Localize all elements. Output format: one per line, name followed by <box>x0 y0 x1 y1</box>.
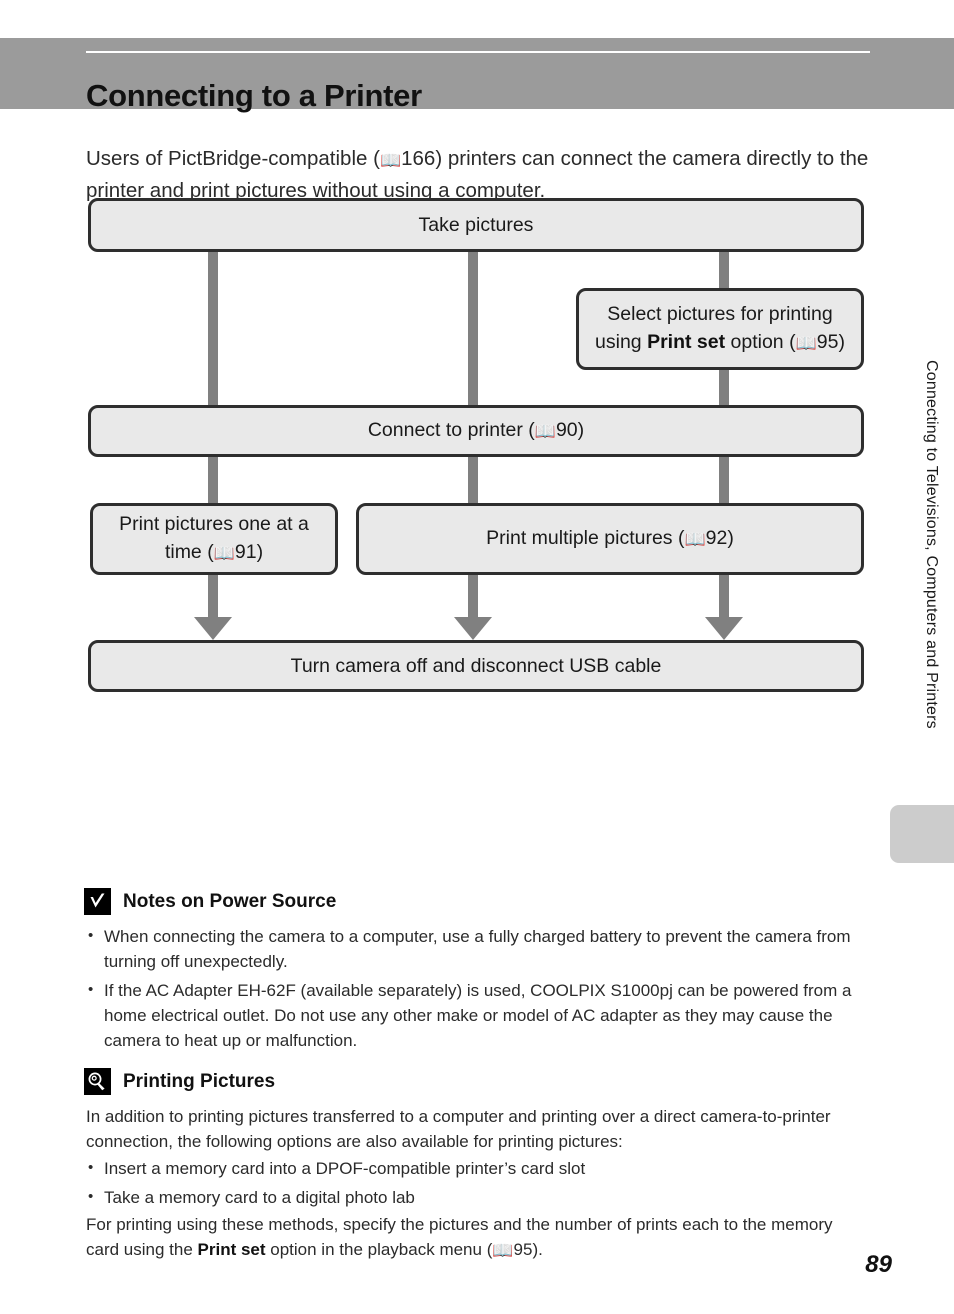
flow-box-print-multiple: Print multiple pictures (📖92) <box>356 503 864 575</box>
flow-box-print-one-at-a-time: Print pictures one at a time (📖91) <box>90 503 338 575</box>
connector-mid-mid <box>468 455 478 505</box>
multiple-label-pre: Print multiple pictures ( <box>486 527 685 549</box>
arrow-right-bottom <box>719 573 729 618</box>
connector-mid-top <box>468 250 478 407</box>
book-icon: 📖 <box>492 1241 514 1261</box>
book-icon: 📖 <box>534 422 556 442</box>
flow-box-one-text: Print pictures one at a time (📖91) <box>107 510 321 568</box>
select-print-set-bold: Print set <box>647 331 726 353</box>
notes-power-source-bullets: When connecting the camera to a computer… <box>86 923 870 1053</box>
running-head-vertical: Connecting to Televisions, Computers and… <box>923 360 940 729</box>
intro-paragraph: Users of PictBridge-compatible (📖166) pr… <box>86 144 870 206</box>
multiple-ref-page: 92 <box>705 527 728 549</box>
multiple-label-post: ) <box>727 527 734 549</box>
printing-pictures-heading: Printing Pictures <box>84 1068 275 1095</box>
select-ref-page: 95 <box>816 331 839 353</box>
outro-pre: For printing using these methods, specif… <box>86 1215 833 1259</box>
flow-box-take-pictures-label: Take pictures <box>418 214 534 236</box>
select-line2-end: ) <box>838 331 845 353</box>
notes-power-source-body: When connecting the camera to a computer… <box>86 923 870 1057</box>
connect-label-post: ) <box>577 419 585 441</box>
header-rule <box>86 51 870 53</box>
list-item: When connecting the camera to a computer… <box>86 923 870 974</box>
list-item: Take a memory card to a digital photo la… <box>86 1184 870 1210</box>
book-icon: 📖 <box>795 334 817 354</box>
flow-box-turn-camera-off: Turn camera off and disconnect USB cable <box>88 640 864 692</box>
outro-mid: option in the playback menu ( <box>265 1240 493 1259</box>
printing-pictures-bullets: Insert a memory card into a DPOF-compati… <box>86 1155 870 1210</box>
book-icon: 📖 <box>379 150 402 171</box>
intro-text-before: Users of PictBridge-compatible ( <box>86 146 380 170</box>
page-number: 89 <box>865 1251 892 1278</box>
connector-left-top <box>208 250 218 407</box>
connect-ref-page: 90 <box>555 419 578 441</box>
outro-post: ). <box>532 1240 543 1259</box>
chapter-header-band <box>0 38 954 109</box>
select-line1: Select pictures for printing <box>607 303 833 325</box>
one-label-post: ) <box>256 541 264 563</box>
caution-check-icon <box>84 888 111 915</box>
intro-text-after: ) printers can connect the camera direct… <box>86 146 869 202</box>
printing-pictures-outro: For printing using these methods, specif… <box>86 1212 870 1264</box>
outro-print-set-bold: Print set <box>197 1240 266 1259</box>
flow-box-connect-text: Connect to printer (📖90) <box>368 416 584 446</box>
list-item: If the AC Adapter EH-62F (available sepa… <box>86 977 870 1053</box>
arrow-left-bottom <box>208 573 218 618</box>
book-icon: 📖 <box>213 544 235 564</box>
select-line2-post: option ( <box>725 331 796 353</box>
printing-pictures-intro: In addition to printing pictures transfe… <box>86 1107 831 1151</box>
printing-pictures-options: Insert a memory card into a DPOF-compati… <box>86 1155 870 1214</box>
flow-box-turnoff-label: Turn camera off and disconnect USB cable <box>290 655 662 677</box>
book-icon: 📖 <box>684 530 706 550</box>
flow-box-connect-to-printer: Connect to printer (📖90) <box>88 405 864 457</box>
one-label-pre: Print pictures one at a time ( <box>119 513 309 563</box>
connector-right-mid <box>719 455 729 505</box>
flow-box-select-pictures-text: Select pictures for printing using Print … <box>595 300 845 358</box>
one-ref-page: 91 <box>234 541 257 563</box>
flow-box-select-pictures: Select pictures for printing using Print … <box>576 288 864 370</box>
page-title: Connecting to a Printer <box>86 77 422 113</box>
flow-box-take-pictures: Take pictures <box>88 198 864 252</box>
outro-ref-page: 95 <box>513 1240 533 1259</box>
flow-box-multiple-text: Print multiple pictures (📖92) <box>486 524 734 554</box>
intro-ref-page: 166 <box>401 146 436 170</box>
arrow-mid-bottom <box>468 573 478 618</box>
chapter-thumb-tab <box>890 805 954 863</box>
notes-power-source-title: Notes on Power Source <box>123 890 337 912</box>
list-item: Insert a memory card into a DPOF-compati… <box>86 1155 870 1181</box>
lightbulb-tip-icon <box>84 1068 111 1095</box>
select-line2-pre: using <box>595 331 648 353</box>
notes-power-source-heading: Notes on Power Source <box>84 888 336 915</box>
connector-left-mid <box>208 455 218 505</box>
connect-label-pre: Connect to printer ( <box>367 419 535 441</box>
printing-pictures-title: Printing Pictures <box>123 1070 276 1092</box>
